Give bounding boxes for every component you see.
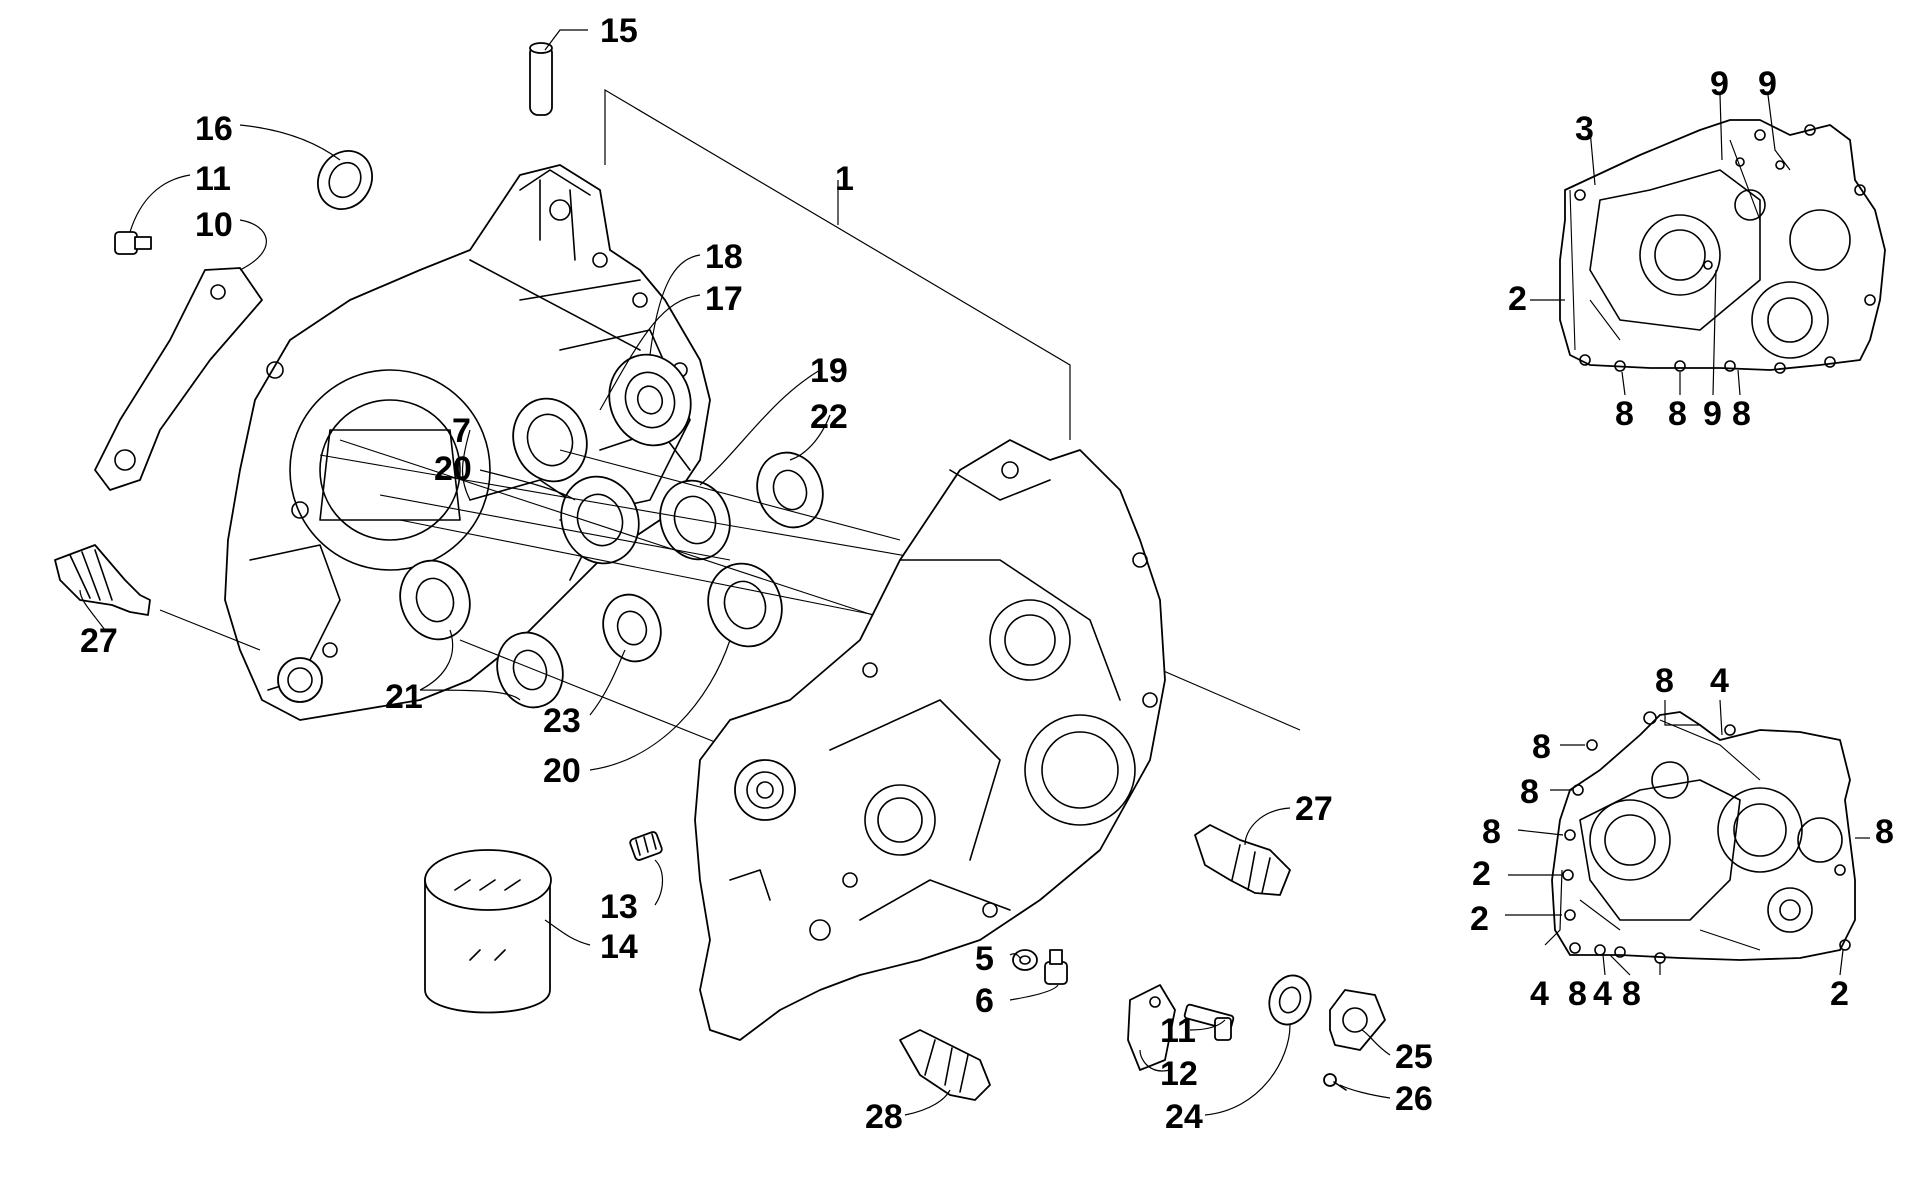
bracket-part-12 (1127, 984, 1176, 1071)
callout-8-d: 8 (1655, 662, 1674, 700)
callout-28: 28 (865, 1098, 903, 1136)
callout-20-lower: 20 (543, 752, 581, 790)
fitting-part-13 (629, 831, 663, 861)
callout-2-a: 2 (1508, 280, 1527, 318)
callout-13: 13 (600, 888, 638, 926)
callout-8-i: 8 (1568, 975, 1587, 1013)
callout-11-bottom: 11 (1160, 1012, 1196, 1050)
callout-8-b: 8 (1668, 395, 1687, 433)
callout-24: 24 (1165, 1098, 1203, 1136)
callout-27-right: 27 (1295, 790, 1333, 828)
callout-8-h: 8 (1875, 813, 1894, 851)
plug-part-28 (899, 1029, 991, 1101)
callout-21: 21 (385, 678, 423, 716)
callout-25: 25 (1395, 1038, 1433, 1076)
inset-view-bottom (1551, 711, 1856, 964)
callout-8-f: 8 (1520, 773, 1539, 811)
right-crankcase-half (694, 439, 1166, 1041)
callout-11-top: 11 (195, 160, 231, 198)
bearing-part-18 (608, 353, 692, 447)
dowel-pin-part-15 (529, 42, 553, 116)
oil-seal-part-16 (317, 150, 373, 210)
screw-part-26 (1323, 1073, 1347, 1091)
bolt-part-6 (1044, 949, 1068, 985)
callout-12: 12 (1160, 1055, 1198, 1093)
callout-27-left: 27 (80, 622, 118, 660)
callout-5: 5 (975, 940, 994, 978)
leader-lines (79, 29, 1870, 1116)
callout-20-upper: 20 (434, 450, 472, 488)
callout-9-c: 9 (1703, 395, 1722, 433)
callout-10: 10 (195, 206, 233, 244)
callout-19: 19 (810, 352, 848, 390)
callout-1: 1 (835, 160, 854, 198)
bearing-part-23 (602, 593, 662, 663)
callout-26: 26 (1395, 1080, 1433, 1118)
callout-17: 17 (705, 280, 743, 318)
bearing-part-17 (512, 397, 588, 483)
callout-9-b: 9 (1758, 65, 1777, 103)
callout-2-b: 2 (1472, 855, 1491, 893)
seal-part-24 (1268, 974, 1312, 1026)
callout-7: 7 (452, 412, 471, 450)
callout-4-b: 4 (1530, 975, 1549, 1013)
callout-15: 15 (600, 12, 638, 50)
bolt-part-11-top (114, 231, 152, 255)
callout-4-c: 4 (1593, 975, 1612, 1013)
callout-9-a: 9 (1710, 65, 1729, 103)
callout-23: 23 (543, 702, 581, 740)
bearing-part-21-b (496, 631, 564, 709)
plate-part-25 (1329, 989, 1386, 1051)
callout-4-a: 4 (1710, 662, 1729, 700)
callout-3: 3 (1575, 110, 1594, 148)
callout-16: 16 (195, 110, 233, 148)
callout-6: 6 (975, 982, 994, 1020)
callout-22: 22 (810, 398, 848, 436)
callout-8-a: 8 (1615, 395, 1634, 433)
callout-8-j: 8 (1622, 975, 1641, 1013)
drain-plug-part-27-left (54, 544, 151, 616)
callout-8-g: 8 (1482, 813, 1501, 851)
callout-labels: 15 1 16 11 10 18 17 19 22 7 20 27 21 23 … (80, 12, 1894, 1136)
callout-2-c: 2 (1470, 900, 1489, 938)
callout-8-c: 8 (1732, 395, 1751, 433)
callout-8-e: 8 (1532, 728, 1551, 766)
washer-part-5 (1012, 949, 1038, 971)
bearing-part-20-lower (707, 562, 783, 648)
oil-filter-part-14 (424, 849, 552, 1014)
bearing-part-20-upper (560, 475, 640, 565)
drain-plug-part-27-right (1194, 824, 1291, 896)
bearing-part-21 (399, 559, 471, 641)
callout-14: 14 (600, 928, 638, 966)
callout-2-d: 2 (1830, 975, 1849, 1013)
callout-18: 18 (705, 238, 743, 276)
bracket-part-10 (94, 267, 263, 491)
bearing-part-22 (756, 451, 824, 529)
inset-view-top (1559, 119, 1886, 374)
